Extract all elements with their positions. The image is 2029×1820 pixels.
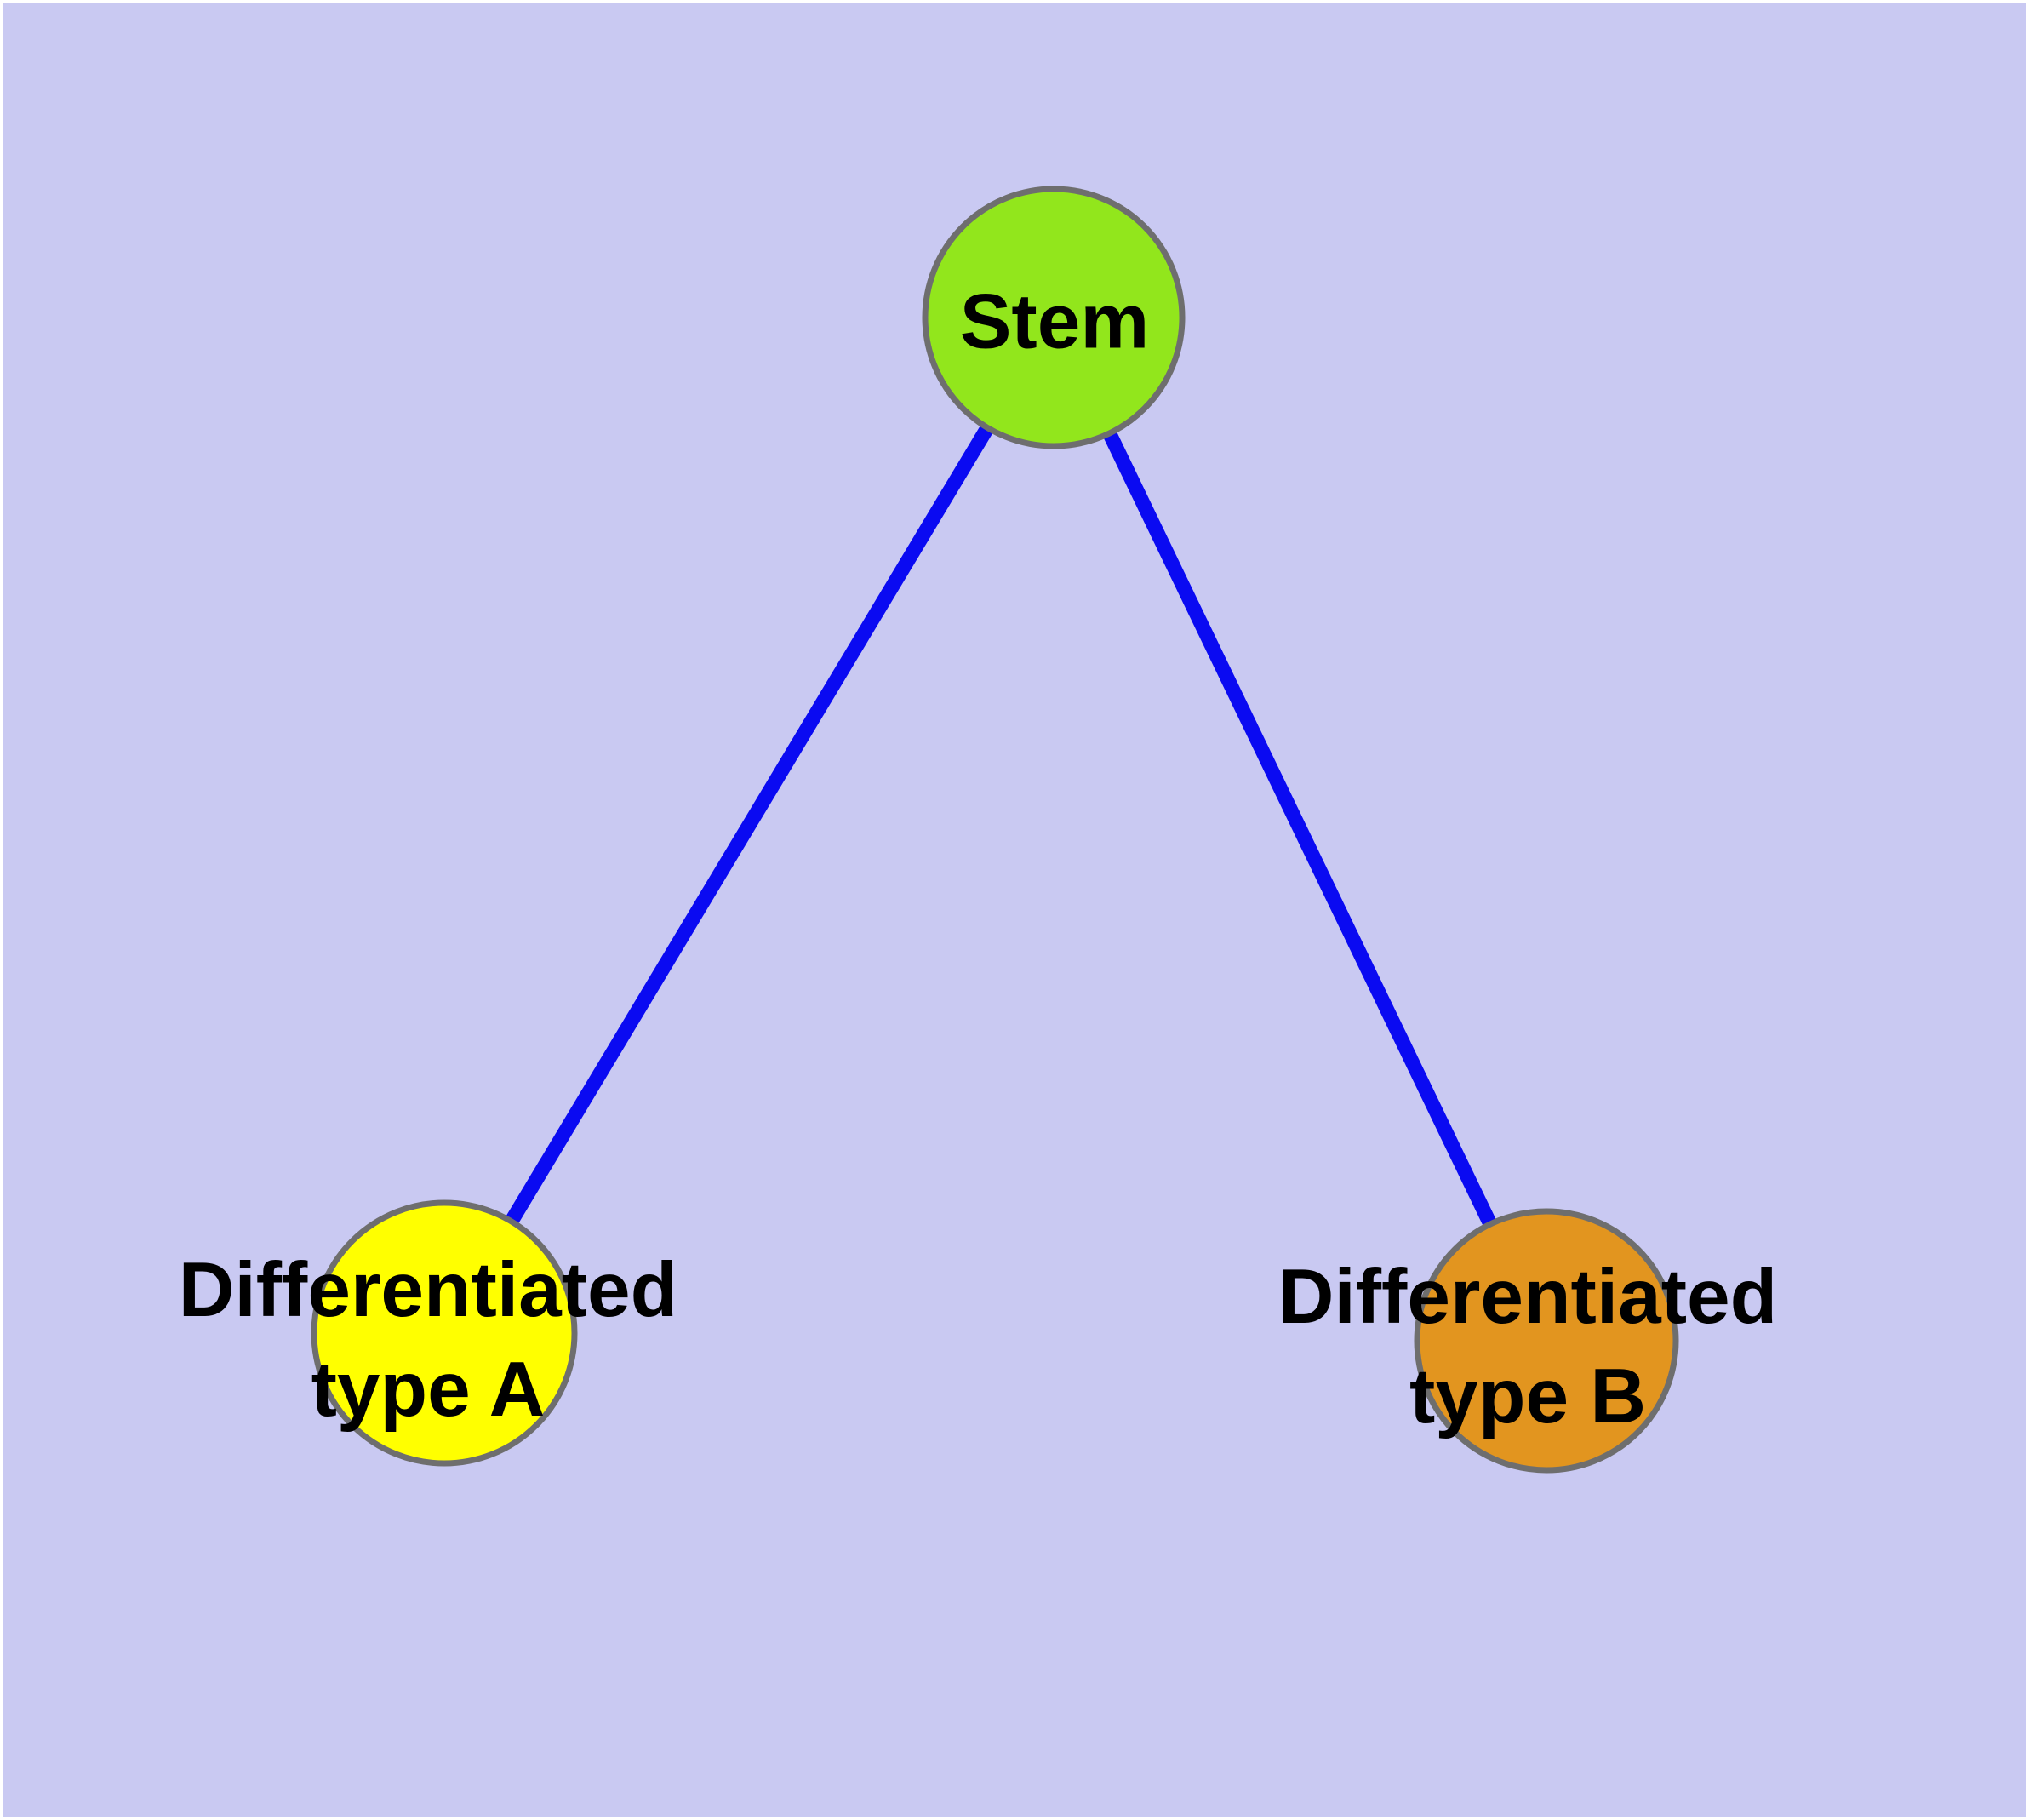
- node-typeB-label-line2: type B: [1409, 1354, 1647, 1439]
- node-typeA-label-line2: type A: [311, 1347, 546, 1433]
- node-typeB-circle: [1414, 1208, 1679, 1474]
- node-stem-label: Stem: [959, 278, 1150, 365]
- edge-stem-to-typeB: [1047, 314, 1553, 1344]
- node-typeA-circle: [311, 1199, 578, 1467]
- node-typeB-label: Differentiated type B: [1278, 1247, 1778, 1446]
- node-typeA-label: Differentiated type A: [179, 1240, 678, 1439]
- node-typeA-label-line1: Differentiated: [178, 1247, 678, 1333]
- node-typeB-label-line1: Differentiated: [1277, 1254, 1778, 1340]
- node-stem-circle: [922, 186, 1186, 449]
- edge-stem-to-typeA: [437, 313, 1060, 1337]
